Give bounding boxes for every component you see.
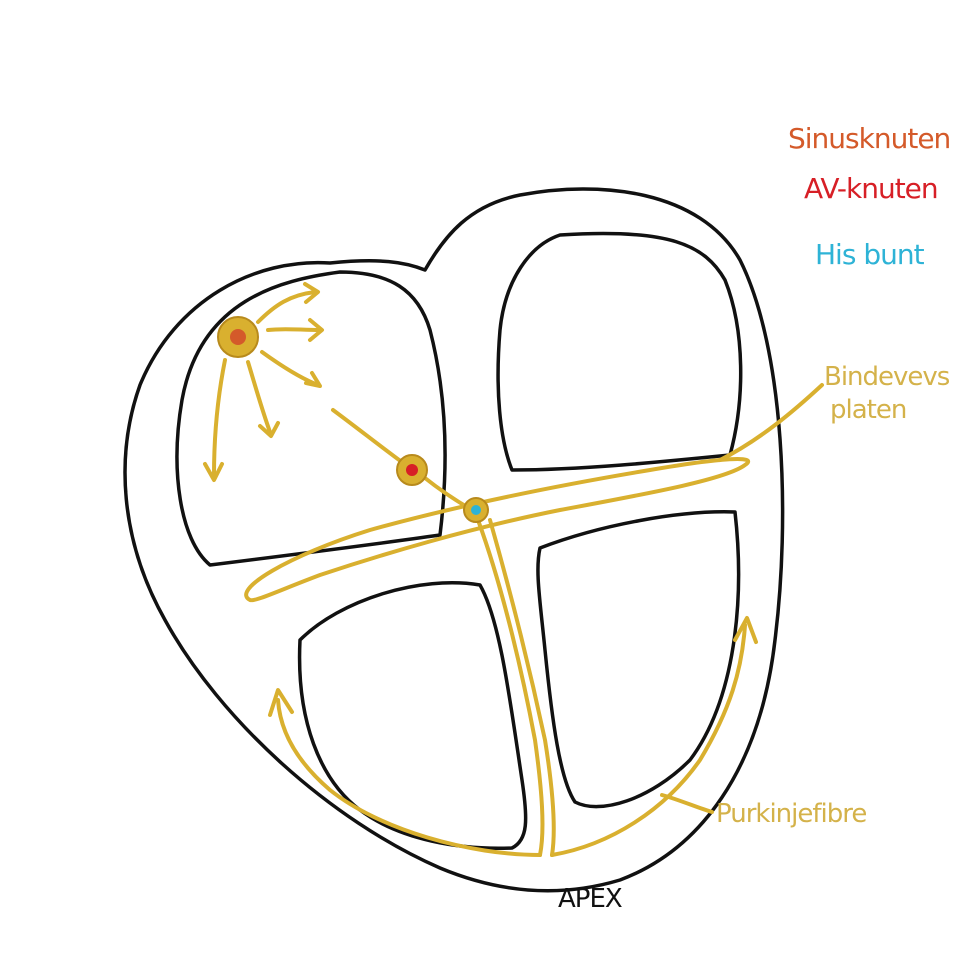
- sa-arrow-down-right: [262, 352, 318, 385]
- label-bindevevs-line1: Bindevevs: [824, 362, 950, 392]
- sa-arrow-right: [268, 329, 320, 330]
- sa-node-impulse-arrows: [205, 284, 322, 480]
- left-ventricle-chamber: [538, 512, 739, 807]
- av-node: [397, 455, 427, 485]
- right-ventricle-chamber: [300, 583, 526, 848]
- left-atrium-chamber: [498, 233, 741, 470]
- label-apex: APEX: [558, 884, 622, 914]
- purkinje-pointer: [662, 795, 712, 812]
- sinus-node: [218, 317, 258, 357]
- label-av-knuten: AV-knuten: [804, 172, 938, 205]
- internodal-pathway: [333, 410, 410, 468]
- label-purkinjefibre: Purkinjefibre: [716, 799, 866, 829]
- his-bundle-right-branch: [490, 520, 554, 855]
- purkinje-fibre-right-ventricle: [278, 700, 540, 855]
- sa-arrow-up: [258, 292, 315, 322]
- his-bundle-node: [464, 498, 488, 522]
- label-sinusknuten: Sinusknuten: [788, 122, 950, 155]
- heart-outer-wall: [125, 189, 783, 891]
- label-his-bunt: His bunt: [815, 238, 925, 271]
- sa-arrow-down-left: [214, 360, 225, 475]
- sa-arrow-down: [248, 362, 270, 432]
- label-bindevevs-line2: platen: [830, 395, 906, 425]
